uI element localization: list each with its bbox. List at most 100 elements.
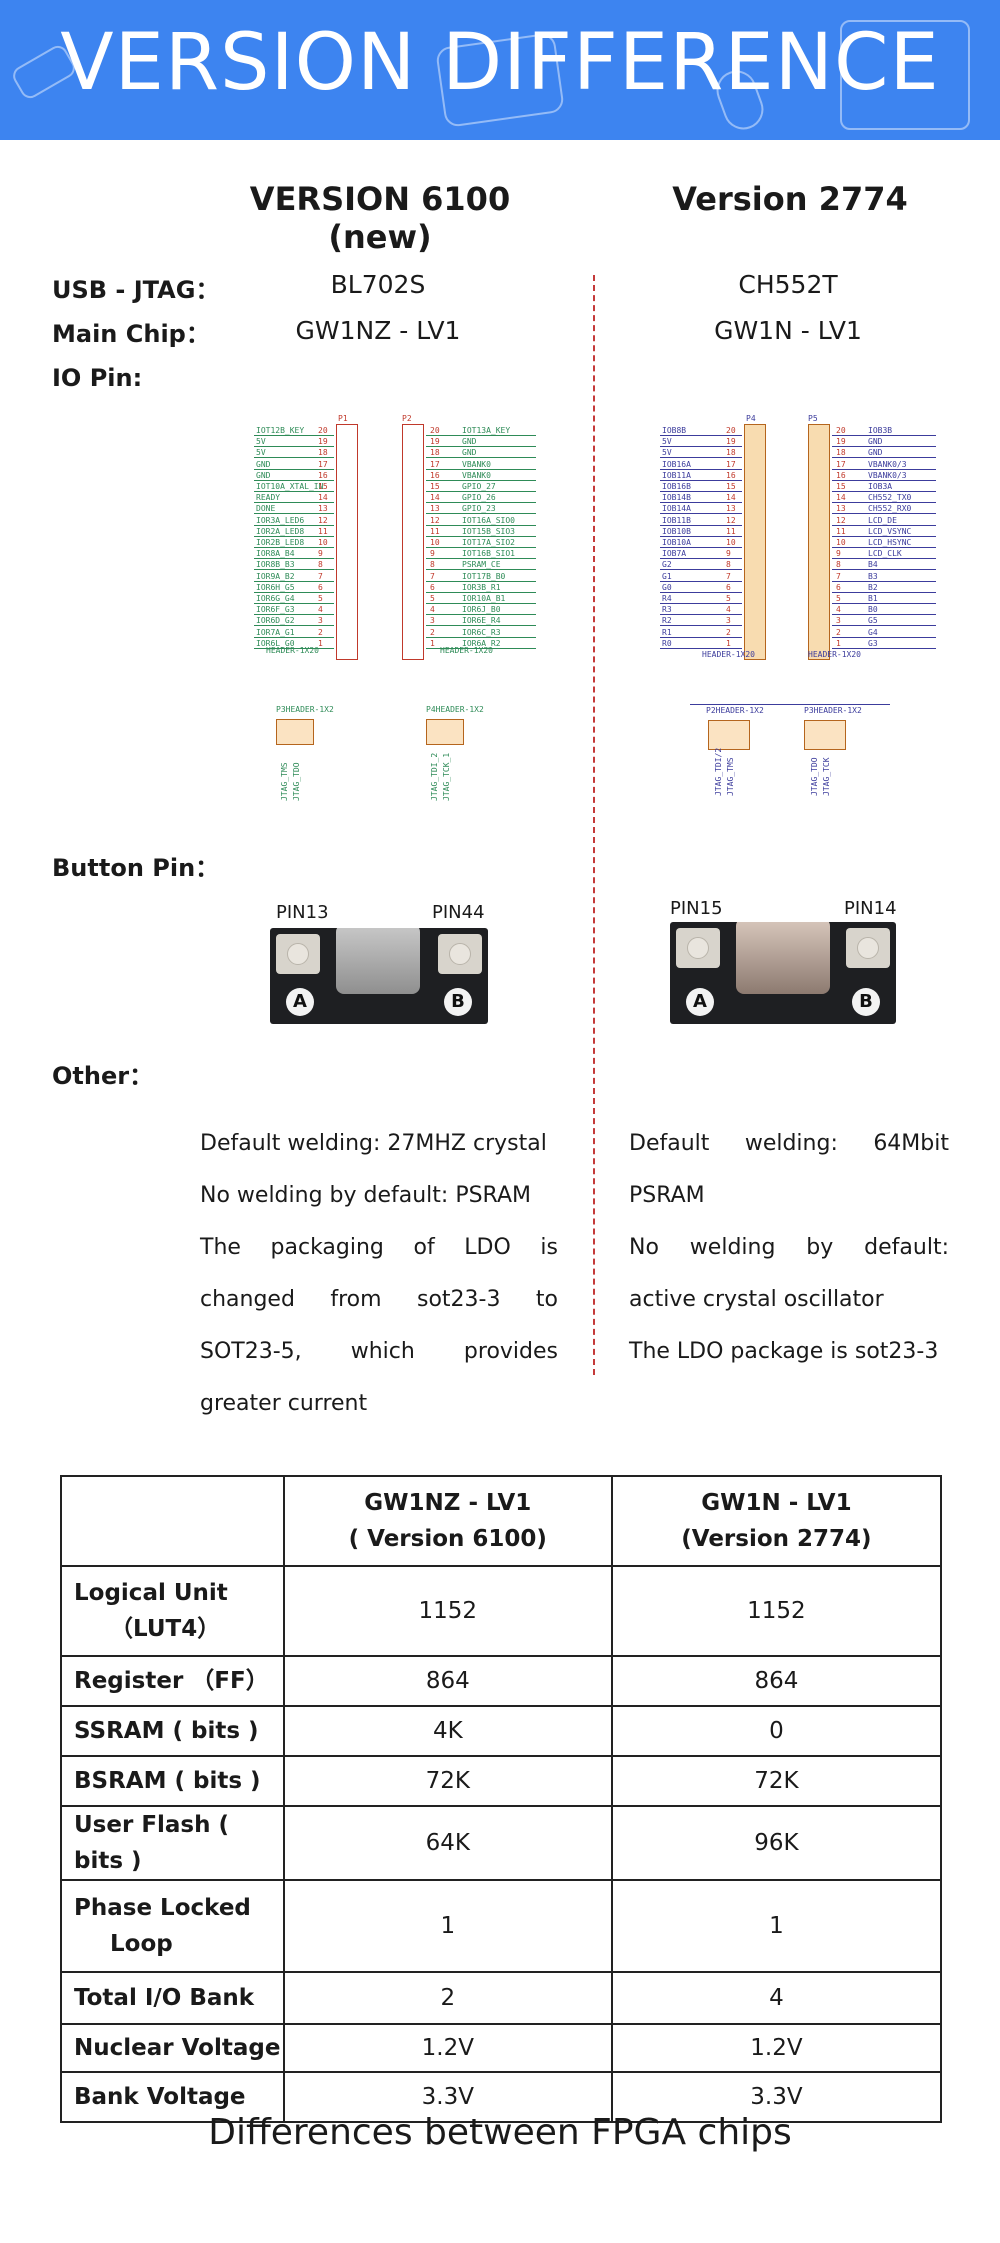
- pin-net-label: IOT12B_KEY: [256, 426, 305, 435]
- p2-header-body: [708, 720, 750, 750]
- table-header-new-line2: ( Version 6100): [348, 1526, 547, 1552]
- table-row-label-line2: （LUT4）: [110, 1616, 221, 1642]
- board-letter-b: B: [852, 988, 880, 1016]
- table-row-label-line1: SSRAM ( bits ): [74, 1718, 259, 1744]
- pin-number: 10: [430, 538, 440, 547]
- pin-net-label: CH552_TX0: [868, 493, 912, 503]
- pin-wire: [426, 479, 536, 481]
- p3-header-body: [804, 720, 846, 750]
- pin-wire: [660, 535, 742, 537]
- p5-ref: P5: [808, 414, 818, 423]
- pin-wire: [254, 603, 334, 604]
- pin-wire: [254, 535, 334, 537]
- pin-wire: [660, 591, 742, 593]
- table-header-empty: [60, 1475, 285, 1567]
- pin-number: 17: [318, 459, 328, 469]
- pin-number: 19: [726, 437, 736, 447]
- pin-wire: [426, 625, 536, 627]
- table-cell-new: 3.3V: [282, 2071, 613, 2123]
- pin-net-label: VBANK0/3: [868, 459, 907, 469]
- pin-net-label: IOR6F_G3: [256, 605, 295, 615]
- pin-net-label: GND: [868, 437, 883, 447]
- schematic-new: P1 P2 HEADER-1X20 HEADER-1X20 IOT12B_KEY…: [250, 410, 540, 660]
- table-cell-old: 3.3V: [610, 2071, 943, 2123]
- pin-number: 16: [430, 470, 440, 480]
- p4-header: [744, 424, 766, 660]
- pin-net-label: IOR6L_G0: [256, 638, 295, 648]
- other-old-line-2: No welding by default: active crystal os…: [629, 1235, 949, 1312]
- table-cell-old: 96K: [610, 1805, 943, 1881]
- pin-net-label: GND: [462, 448, 477, 458]
- p4-footer: HEADER-1X20: [702, 650, 755, 659]
- pin-wire: [426, 547, 536, 548]
- other-text-old: Default welding: 64Mbit PSRAM No welding…: [629, 1118, 949, 1378]
- pin-net-label: IOB8B: [662, 426, 687, 435]
- pin-number: 8: [726, 560, 731, 570]
- other-label: Other：: [52, 1062, 154, 1090]
- pin-net-label: GND: [256, 459, 271, 469]
- pin-wire: [426, 513, 536, 515]
- pin-net-label: VBANK0: [462, 470, 491, 480]
- table-cell-old: 864: [610, 1655, 943, 1707]
- p3-header-title: P3HEADER-1X2: [804, 706, 862, 715]
- pin-number: 6: [726, 582, 731, 592]
- pin-wire: [832, 491, 936, 492]
- pin-net-label: IOB3A: [868, 482, 893, 491]
- main-chip-old: GW1N - LV1: [714, 316, 862, 345]
- jtag-net-label: JTAG_TDI_2: [430, 752, 439, 801]
- pin-net-label: GND: [868, 448, 883, 458]
- pin-number: 15: [726, 482, 736, 491]
- pin-number: 4: [726, 605, 731, 615]
- pin-wire: [832, 524, 936, 526]
- table-cell-old: 1: [610, 1879, 943, 1973]
- pin-net-label: IOR3A_LED6: [256, 515, 305, 525]
- pin-number: 12: [726, 515, 736, 525]
- pin-number: 11: [318, 526, 328, 536]
- pin-wire: [254, 569, 334, 571]
- table-cell-old: 0: [610, 1705, 943, 1757]
- pin-net-label: IOR7A_G1: [256, 627, 295, 637]
- pin-number: 8: [430, 560, 435, 570]
- pin-label-old-right: PIN14: [844, 898, 897, 919]
- pin-net-label: IOR10A_B1: [462, 594, 506, 603]
- pin-wire: [660, 468, 742, 470]
- pin-wire: [660, 558, 742, 560]
- pin-wire: [426, 636, 536, 638]
- banner: VERSION DIFFERENCE: [0, 0, 1000, 140]
- pin-number: 18: [836, 448, 846, 458]
- main-chip-new: GW1NZ - LV1: [295, 316, 461, 345]
- pin-number: 5: [836, 594, 841, 603]
- pin-number: 15: [836, 482, 846, 491]
- pin-wire: [832, 513, 936, 515]
- pin-net-label: R4: [662, 594, 672, 603]
- pin-number: 18: [430, 448, 440, 458]
- dev-board-icon: [840, 20, 970, 130]
- pin-wire: [660, 524, 742, 526]
- pin-number: 3: [318, 616, 323, 626]
- pin-number: 12: [836, 515, 846, 525]
- table-row-label: Logical Unit（LUT4）: [60, 1565, 285, 1657]
- board-letter-a: A: [686, 988, 714, 1016]
- pin-number: 9: [836, 549, 841, 559]
- table-header-old-line1: GW1N - LV1: [701, 1490, 852, 1516]
- pin-number: 2: [726, 627, 731, 637]
- pin-net-label: GND: [462, 437, 477, 447]
- pin-net-label: LCD_VSYNC: [868, 526, 912, 536]
- pin-number: 9: [726, 549, 731, 559]
- pin-number: 12: [430, 515, 440, 525]
- pin-wire: [832, 603, 936, 604]
- pin-wire: [426, 647, 536, 649]
- pin-net-label: G5: [868, 616, 878, 626]
- pin-number: 7: [318, 571, 323, 581]
- pin-net-label: G1: [662, 571, 672, 581]
- table-row-label: BSRAM ( bits ): [60, 1755, 285, 1807]
- p5-header: [808, 424, 830, 660]
- pin-wire: [426, 435, 536, 436]
- pin-wire: [254, 647, 334, 649]
- table-row-label: Total I/O Bank: [60, 1971, 285, 2025]
- p1-footer: HEADER-1X20: [266, 646, 319, 655]
- pin-number: 20: [836, 426, 846, 435]
